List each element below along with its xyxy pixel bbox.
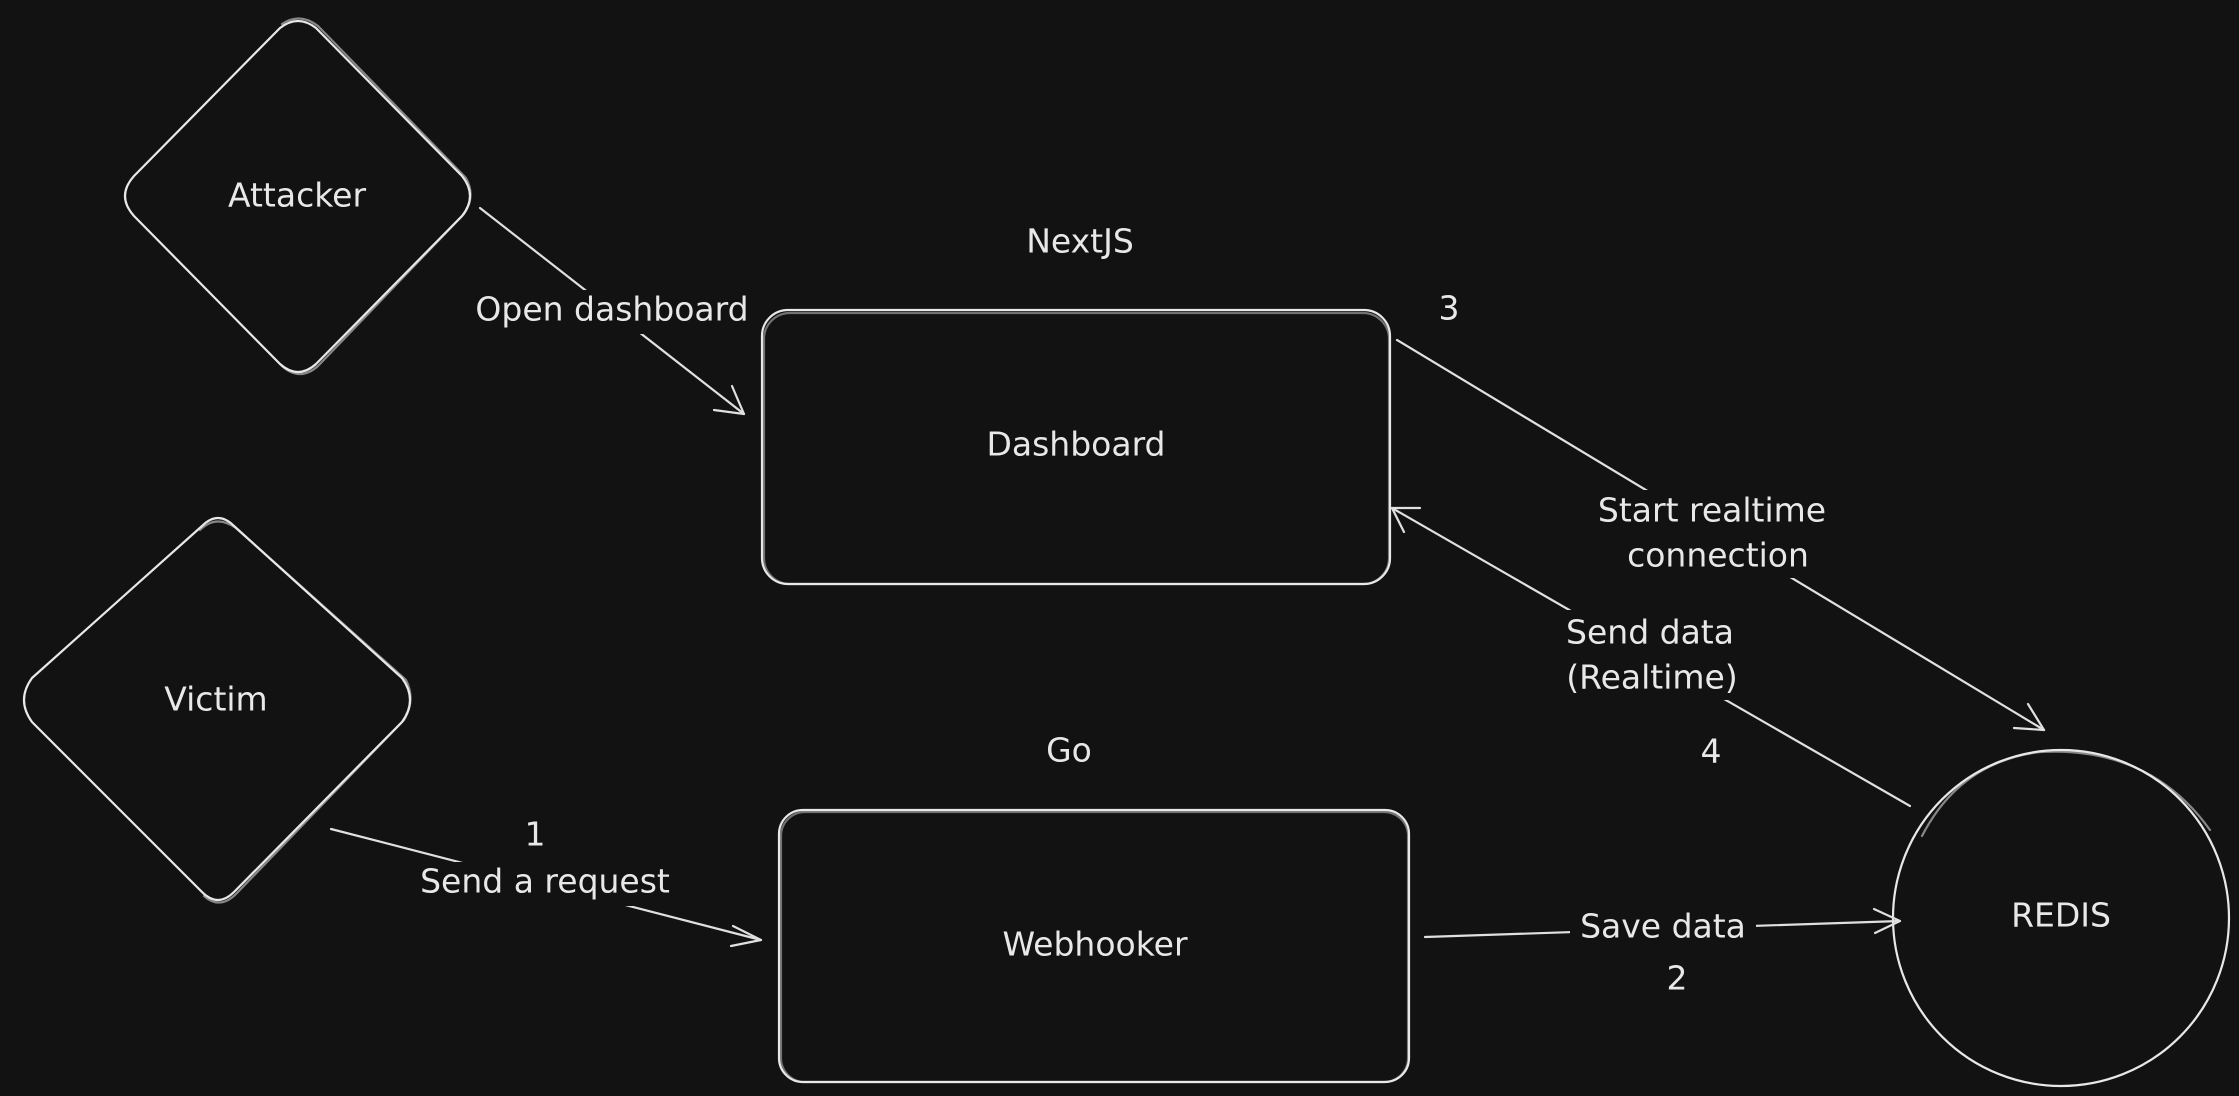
realtime-label-line2: connection [1627, 536, 1809, 575]
realtime-label-line1: Start realtime [1598, 491, 1826, 530]
send-data-label-line1: Send data [1566, 613, 1734, 652]
attacker-label: Attacker [228, 176, 366, 215]
step-1-label: 1 [525, 815, 546, 854]
send-data-arrow: Send data (Realtime) 4 [1390, 506, 1912, 808]
victim-node[interactable]: Victim [22, 516, 412, 904]
attacker-node[interactable]: Attacker [123, 17, 472, 376]
open-dashboard-arrow: Open dashboard [470, 206, 752, 416]
send-request-label: Send a request [420, 862, 670, 901]
nextjs-label: NextJS [1026, 222, 1134, 261]
send-request-arrow: Send a request 1 [329, 815, 763, 948]
webhooker-node[interactable]: Webhooker [777, 808, 1411, 1084]
webhooker-label: Webhooker [1002, 925, 1187, 964]
step-3-label: 3 [1439, 289, 1460, 328]
step-4-label: 4 [1701, 732, 1722, 771]
step-2-label: 2 [1667, 959, 1688, 998]
redis-node[interactable]: REDIS [1891, 748, 2231, 1088]
save-data-arrow: Save data 2 [1423, 907, 1902, 998]
redis-label: REDIS [2011, 896, 2111, 935]
save-data-label: Save data [1580, 907, 1746, 946]
dashboard-node[interactable]: Dashboard [760, 308, 1392, 586]
realtime-connection-arrow: Start realtime connection 3 [1395, 289, 2046, 732]
open-dashboard-label: Open dashboard [475, 290, 748, 329]
dashboard-label: Dashboard [986, 425, 1165, 464]
victim-label: Victim [164, 680, 267, 719]
go-label: Go [1046, 731, 1092, 770]
send-data-label-line2: (Realtime) [1566, 658, 1737, 697]
